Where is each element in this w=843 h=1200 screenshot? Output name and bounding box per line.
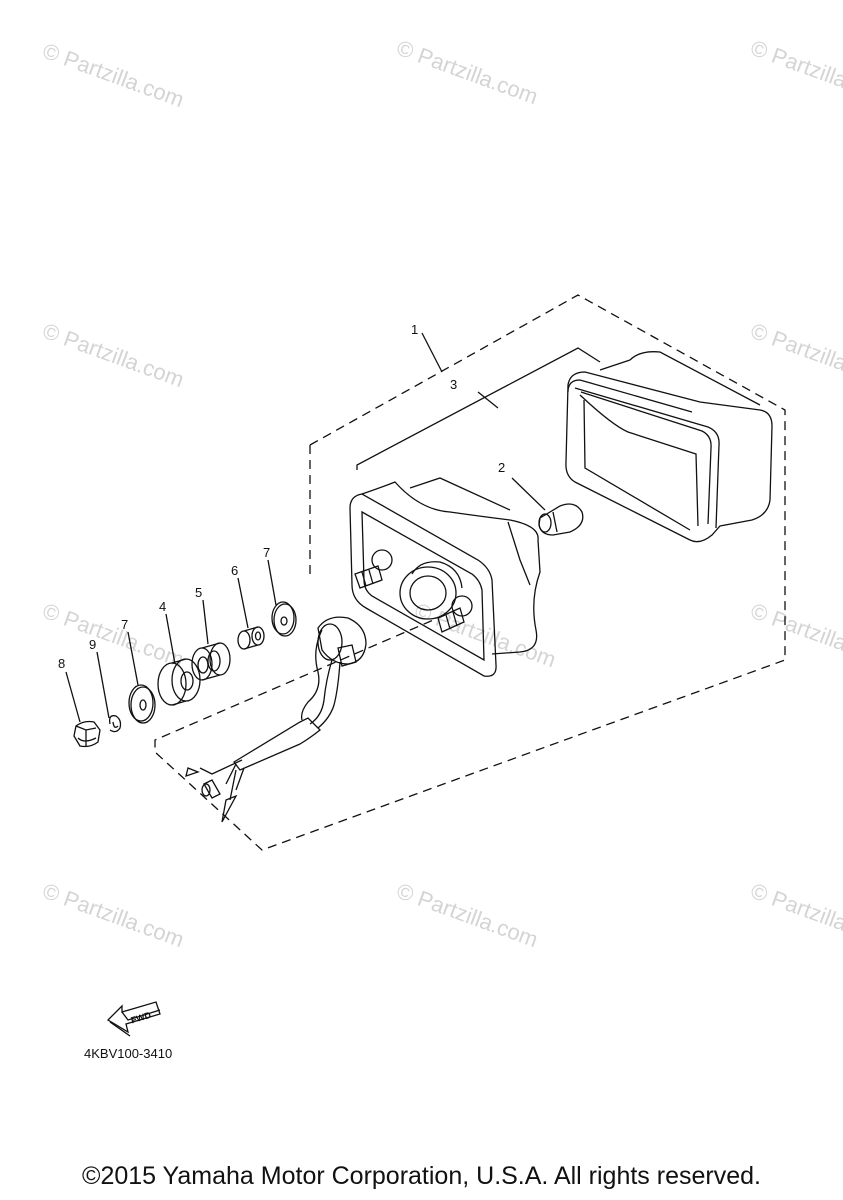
bulb — [538, 503, 584, 536]
leader-line-3 — [477, 391, 499, 409]
callout-1: 1 — [411, 322, 418, 337]
damper-4 — [157, 658, 201, 706]
leader-line-4 — [165, 613, 176, 665]
callout-4: 4 — [159, 599, 166, 614]
callout-8: 8 — [58, 656, 65, 671]
callout-bracket-3 — [356, 347, 601, 470]
leader-line-9 — [96, 651, 110, 719]
leader-line-2 — [511, 477, 546, 511]
fwd-arrow-icon — [106, 1001, 161, 1037]
leader-line-7a — [127, 631, 139, 686]
leader-line-1 — [421, 332, 443, 373]
leader-line-8 — [65, 671, 81, 723]
socket-harness — [185, 616, 367, 823]
callout-5: 5 — [195, 585, 202, 600]
lens — [565, 351, 773, 543]
leader-line-5 — [202, 599, 209, 645]
copyright-notice: ©2015 Yamaha Motor Corporation, U.S.A. A… — [82, 1162, 761, 1190]
diagram-code: 4KBV100-3410 — [84, 1046, 173, 1061]
callout-3: 3 — [450, 377, 457, 392]
assembly-outline — [154, 294, 786, 851]
washer-7b — [271, 601, 297, 637]
leader-line-7b — [267, 559, 277, 606]
callout-2: 2 — [498, 460, 505, 475]
washer-7a — [128, 684, 156, 724]
callout-7a: 7 — [121, 617, 128, 632]
grommet-5 — [191, 642, 231, 681]
leader-line-6 — [237, 577, 249, 629]
callout-9: 9 — [89, 637, 96, 652]
nut-8 — [73, 720, 101, 748]
spring-washer-9 — [108, 715, 122, 733]
housing — [349, 477, 541, 677]
callout-6: 6 — [231, 563, 238, 578]
callout-7b: 7 — [263, 545, 270, 560]
collar-6 — [237, 626, 265, 650]
